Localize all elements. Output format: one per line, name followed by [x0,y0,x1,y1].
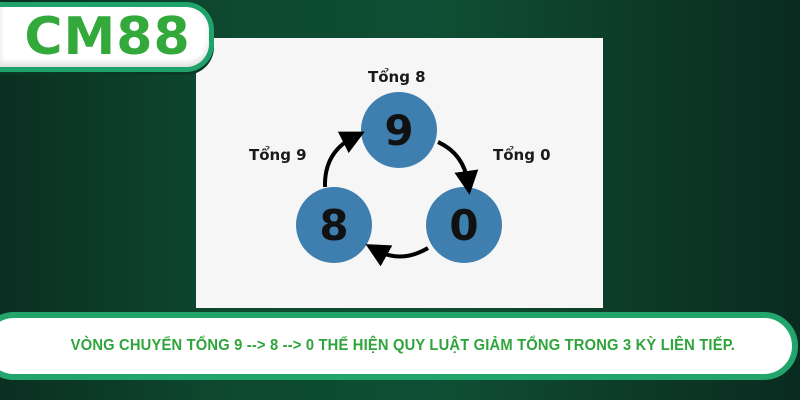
node-right-value: 0 [449,200,479,250]
caption-text: VÒNG CHUYỂN TỔNG 9 --> 8 --> 0 THỂ HIỆN … [70,337,735,354]
brand-logo: CM88 [0,2,214,72]
arrow-left-to-top [322,131,365,188]
arrow-top-to-right [437,140,479,195]
arrow-right-to-left [365,244,430,267]
caption-bar: VÒNG CHUYỂN TỔNG 9 --> 8 --> 0 THỂ HIỆN … [0,312,798,380]
node-top-value: 9 [384,105,414,155]
brand-logo-text: CM88 [24,7,191,67]
node-left-value: 8 [319,200,349,250]
node-top-label: Tổng 8 [368,68,426,86]
node-top-circle [361,92,437,168]
cycle-diagram [296,92,502,267]
node-left-circle [296,187,372,263]
node-left-label: Tổng 9 [249,146,307,164]
diagram-panel: Tổng 8 Tổng 0 Tổng 9 9 0 8 [196,38,603,308]
node-right-circle [426,187,502,263]
node-right-label: Tổng 0 [493,146,551,164]
